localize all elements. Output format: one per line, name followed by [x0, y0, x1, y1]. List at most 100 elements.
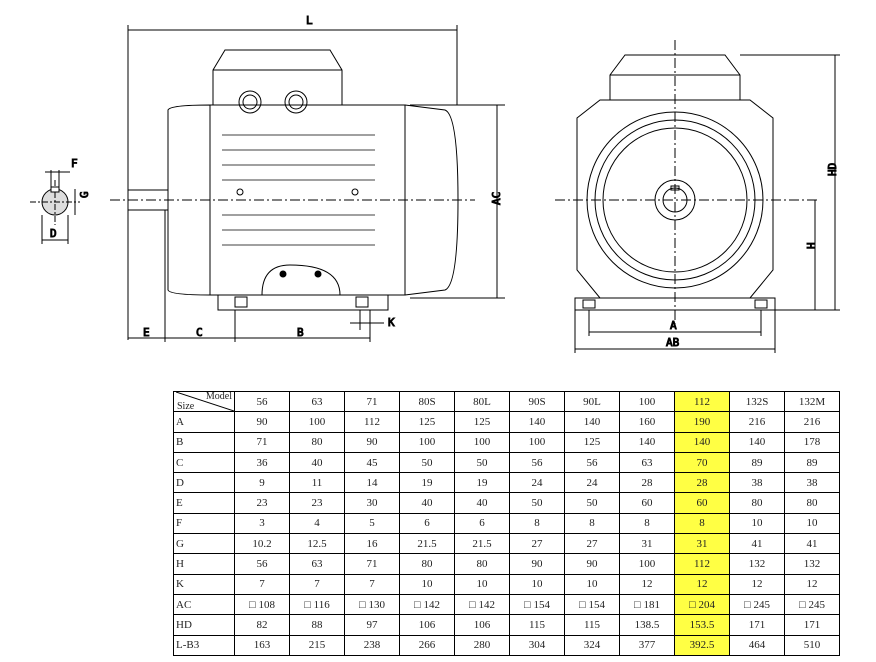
table-cell: 153.5: [674, 614, 730, 636]
table-cell: 100: [509, 431, 565, 453]
table-cell: 63: [289, 553, 345, 575]
corner-model-label: Model: [205, 391, 232, 403]
table-cell: 115: [564, 614, 620, 636]
table-cell: 27: [564, 533, 620, 555]
table-cell: 40: [454, 492, 510, 514]
motor-front-view: A AB H HD: [555, 40, 840, 353]
model-header-cell: 100: [619, 390, 675, 413]
table-cell: 82: [234, 614, 290, 636]
table-cell: □ 181: [619, 593, 675, 616]
table-cell: 377: [619, 634, 675, 656]
table-cell: 80: [784, 492, 840, 514]
table-cell: 100: [399, 431, 455, 453]
row-label: L-B3: [173, 634, 235, 656]
table-cell: 100: [289, 411, 345, 433]
table-cell: 56: [234, 553, 290, 575]
corner-size-label: Size: [177, 401, 195, 413]
label-L: L: [306, 14, 313, 27]
table-cell: 38: [729, 472, 785, 494]
table-cell: 216: [729, 411, 785, 433]
row-label: A: [173, 411, 235, 433]
table-cell: 23: [289, 492, 345, 514]
table-cell: 10: [729, 512, 785, 535]
label-K: K: [388, 316, 395, 329]
row-label: B: [173, 431, 235, 453]
table-cell: 90: [234, 411, 290, 433]
model-header-cell: 132S: [729, 390, 785, 413]
table-cell: 8: [564, 512, 620, 535]
table-cell: □ 142: [454, 593, 510, 616]
table-cell: 80: [729, 492, 785, 514]
table-cell: 280: [454, 634, 510, 656]
table-cell: 89: [729, 451, 785, 474]
table-cell: 50: [564, 492, 620, 514]
table-cell: 10: [784, 512, 840, 535]
model-header-cell: 56: [234, 390, 290, 413]
table-cell: 90: [509, 553, 565, 575]
label-D: D: [50, 227, 57, 240]
table-cell: 464: [729, 634, 785, 656]
table-cell: 100: [619, 553, 675, 575]
table-cell: □ 204: [674, 593, 730, 616]
table-cell: 60: [674, 492, 730, 514]
table-cell: 12: [674, 573, 730, 595]
model-header-cell: 90L: [564, 390, 620, 413]
table-cell: 10: [399, 573, 455, 595]
table-cell: 28: [619, 472, 675, 494]
table-cell: 10.2: [234, 533, 290, 555]
table-cell: 7: [344, 573, 400, 595]
table-cell: 40: [289, 451, 345, 474]
table-cell: 36: [234, 451, 290, 474]
table-cell: 5: [344, 512, 400, 535]
table-cell: 125: [399, 411, 455, 433]
row-label: K: [173, 573, 235, 595]
table-cell: □ 116: [289, 593, 345, 616]
table-cell: 11: [289, 472, 345, 494]
label-B: B: [297, 326, 304, 339]
table-cell: 8: [674, 512, 730, 535]
table-cell: □ 108: [234, 593, 290, 616]
table-cell: 140: [729, 431, 785, 453]
table-cell: 60: [619, 492, 675, 514]
label-AB: AB: [666, 336, 680, 349]
row-label: F: [173, 512, 235, 535]
table-cell: 392.5: [674, 634, 730, 656]
table-cell: 38: [784, 472, 840, 494]
model-header-cell: 90S: [509, 390, 565, 413]
model-header-cell: 132M: [784, 390, 840, 413]
table-cell: 100: [454, 431, 510, 453]
table-cell: 216: [784, 411, 840, 433]
model-header-cell: 112: [674, 390, 730, 413]
table-cell: 41: [729, 533, 785, 555]
table-cell: 125: [564, 431, 620, 453]
shaft-section-view: F G D: [30, 157, 92, 244]
table-cell: 14: [344, 472, 400, 494]
table-cell: 50: [399, 451, 455, 474]
table-cell: 12: [619, 573, 675, 595]
table-cell: 90: [564, 553, 620, 575]
table-cell: 7: [289, 573, 345, 595]
table-cell: 8: [509, 512, 565, 535]
table-cell: 6: [399, 512, 455, 535]
model-header-cell: 80S: [399, 390, 455, 413]
table-cell: 80: [399, 553, 455, 575]
motor-side-view: L AC E C B K: [110, 14, 505, 342]
label-A: A: [670, 319, 677, 332]
table-cell: 24: [509, 472, 565, 494]
table-cell: 19: [454, 472, 510, 494]
row-label: C: [173, 451, 235, 474]
table-cell: 7: [234, 573, 290, 595]
table-cell: 215: [289, 634, 345, 656]
table-cell: □ 245: [784, 593, 840, 616]
label-G: G: [78, 191, 91, 198]
table-cell: 97: [344, 614, 400, 636]
table-cell: 171: [784, 614, 840, 636]
table-cell: 12: [784, 573, 840, 595]
table-cell: 171: [729, 614, 785, 636]
